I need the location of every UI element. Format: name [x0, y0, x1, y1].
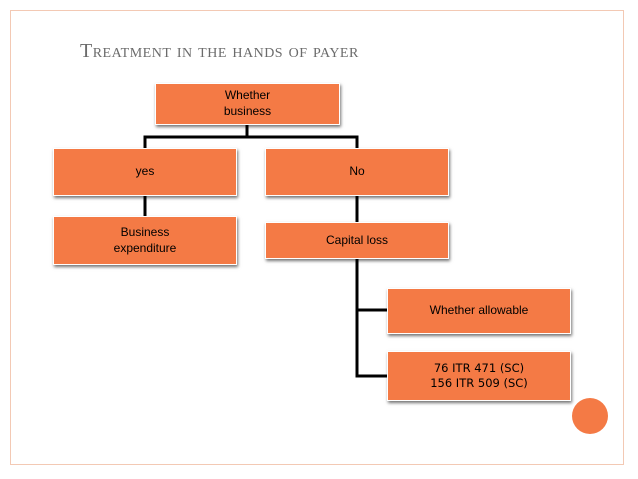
- node-yes-label: yes: [135, 164, 155, 179]
- node-whether-business: Whether business: [155, 83, 340, 125]
- node-no-label: No: [349, 164, 365, 179]
- node-whether-business-label: Whether business: [223, 88, 272, 118]
- decorative-circle: [572, 398, 608, 434]
- slide-title: Treatment in the hands of payer: [80, 40, 359, 62]
- node-business-expenditure: Business expenditure: [53, 216, 237, 265]
- node-citations: 76 ITR 471 (SC) 156 ITR 509 (SC): [387, 351, 571, 401]
- slide-frame: [10, 10, 624, 465]
- node-capital-loss: Capital loss: [265, 222, 449, 259]
- node-whether-allowable: Whether allowable: [387, 288, 571, 334]
- node-citations-label: 76 ITR 471 (SC) 156 ITR 509 (SC): [430, 361, 528, 390]
- node-whether-allowable-label: Whether allowable: [429, 303, 529, 318]
- node-capital-loss-label: Capital loss: [325, 232, 389, 247]
- node-business-expenditure-label: Business expenditure: [113, 224, 177, 255]
- node-yes: yes: [53, 148, 237, 196]
- node-no: No: [265, 148, 449, 196]
